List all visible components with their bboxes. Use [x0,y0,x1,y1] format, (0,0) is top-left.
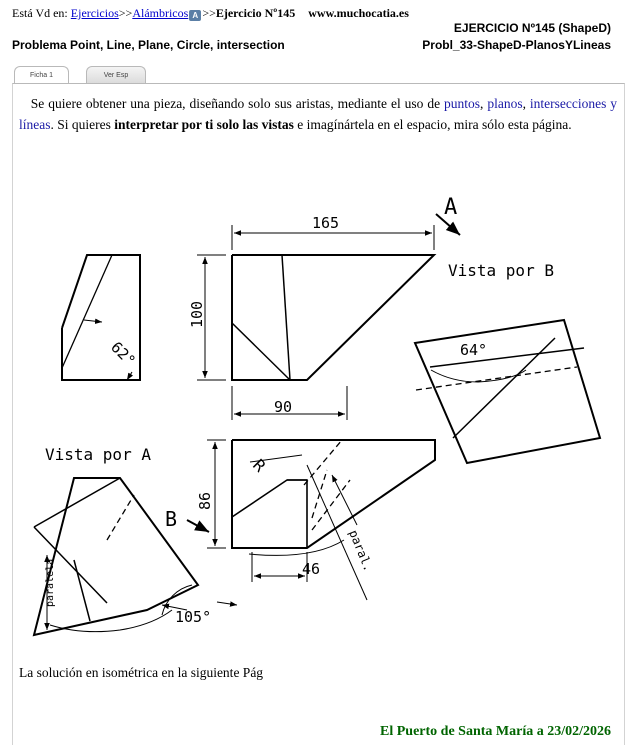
keyword-puntos: puntos [444,96,481,111]
label-r: R [249,455,270,476]
solution-note: La solución en isométrica en la siguient… [19,665,264,680]
view-from-a [32,477,200,637]
paral-label: paral. [346,528,375,573]
dim-165: 165 [312,214,339,232]
view-a-label: Vista por A [45,445,151,464]
dim-86: 86 [196,492,214,510]
dim-62: 62° [107,338,139,370]
tab-ficha-1[interactable]: Ficha 1 [14,66,69,84]
footer-date: El Puerto de Santa María a 23/02/2026 [380,724,611,739]
keyword-intersecciones: intersecciones y líneas [19,96,618,132]
dim-105: 105° [175,608,211,626]
breadcrumb-link-alambricos[interactable]: Alámbricos [132,6,189,20]
intro-bold-phrase: interpretar por ti solo las vistas [114,117,294,132]
label-a: A [444,195,457,220]
breadcrumb-separator: >> [202,6,216,20]
technical-drawing: 165 100 90 62° 64° 86 46 105° A B R Vist… [32,195,602,637]
side-view [61,254,141,381]
page-subtitle: Problema Point, Line, Plane, Circle, int… [12,38,285,52]
tab-panel [12,83,625,745]
dim-64: 64° [460,341,487,359]
view-b-label: Vista por B [448,261,554,280]
keyword-planos: planos [487,96,523,111]
dim-100: 100 [188,301,206,328]
label-b: B [165,507,177,531]
breadcrumb-link-ejercicios[interactable]: Ejercicios [70,6,119,20]
dim-46: 46 [302,560,320,578]
site-name: www.muchocatia.es [308,6,409,20]
dim-90: 90 [274,398,292,416]
front-view [231,254,437,381]
problem-code: Probl_33-ShapeD-PlanosYLineas [422,38,611,52]
tab-ver-esp[interactable]: Ver Esp [86,66,146,83]
view-from-b [413,318,602,465]
top-view [231,439,436,549]
breadcrumb-current: Ejercicio Nº145 [215,6,296,20]
breadcrumb-prefix: Está Vd en: [12,6,68,20]
breadcrumb-separator: >> [118,6,133,20]
exercise-id: EJERCICIO Nº145 (ShapeD) [453,21,611,35]
paralela-label: paralela [45,559,56,607]
catia-app-icon: A [189,10,202,21]
intro-paragraph: Se quiere obtener una pieza, diseñando s… [19,96,618,132]
